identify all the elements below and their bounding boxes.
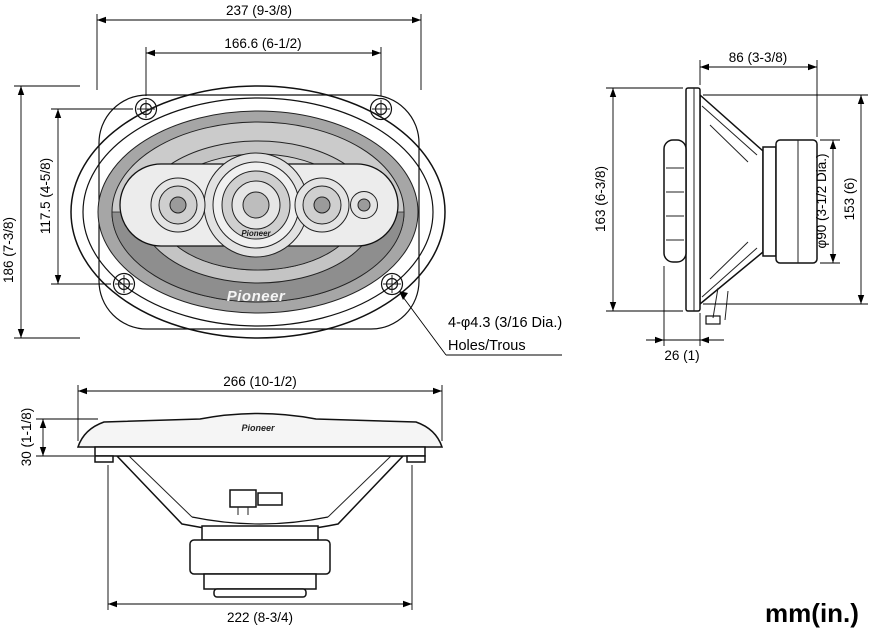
dimension-front-height: 186 (7-3/8): [1, 85, 80, 339]
terminal-block: [229, 489, 283, 515]
holes-note-line2: Holes/Trous: [448, 338, 526, 354]
screw-hole-top-left: [134, 97, 158, 121]
dimension-magnet-diameter: φ90 (3-1/2 Dia.): [814, 139, 840, 264]
holes-note-line1: 4-φ4.3 (3/16 Dia.): [448, 315, 562, 331]
dim-117-label: 117.5 (4-5/8): [38, 158, 53, 234]
dimension-bottom-width: 222 (8-3/4): [107, 465, 413, 625]
tweeter-driver: [350, 191, 378, 219]
dim-163-label: 163 (6-3/8): [593, 166, 608, 232]
speaker-wires: [705, 287, 729, 325]
magnet-front-plate: [762, 146, 777, 257]
dim-222-label: 222 (8-3/4): [227, 610, 293, 625]
dim-86-label: 86 (3-3/8): [729, 50, 788, 65]
side-view: 86 (3-3/8) 163 (6-3/8) 153 (6): [593, 50, 868, 363]
dim-90-label: φ90 (3-1/2 Dia.): [814, 153, 829, 248]
dim-237-label: 237 (9-3/8): [226, 3, 292, 18]
dim-30-label: 30 (1-1/8): [19, 408, 34, 467]
dimension-total-width: 266 (10-1/2): [77, 374, 443, 441]
holes-annotation: 4-φ4.3 (3/16 Dia.) Holes/Trous: [399, 291, 562, 356]
driver-bridge: [119, 152, 399, 258]
dim-153-label: 153 (6): [842, 178, 857, 221]
dimension-basket-height: 153 (6): [703, 94, 868, 305]
front-protrusion: [663, 139, 687, 263]
right-driver: [294, 177, 350, 233]
screw-hole-bottom-left: [112, 272, 136, 296]
speaker-front-outline: Pioneer Pioneer: [70, 85, 446, 339]
screw-hole-bottom-right: [380, 272, 404, 296]
pioneer-logo-profile: Pioneer: [241, 423, 275, 433]
dimension-hole-width: 166.6 (6-1/2): [145, 36, 382, 96]
pioneer-logo-center: Pioneer: [241, 229, 271, 238]
dimension-hole-height: 117.5 (4-5/8): [38, 108, 133, 285]
dimension-depth: 86 (3-3/8): [699, 50, 818, 137]
flange: [685, 87, 701, 312]
dimension-top-height: 30 (1-1/8): [19, 408, 98, 467]
front-view: Pioneer Pioneer: [1, 3, 562, 356]
magnet: [775, 139, 818, 264]
profile-view: Pioneer 266 (10-1/2) 30 (1-1/8): [19, 374, 444, 625]
units-label: mm(in.): [765, 598, 859, 628]
dim-166-label: 166.6 (6-1/2): [224, 36, 301, 51]
left-driver: [150, 177, 206, 233]
basket: [699, 93, 764, 306]
dim-186-label: 186 (7-3/8): [1, 217, 16, 283]
dim-26-label: 26 (1): [664, 348, 699, 363]
dimension-protrusion: 26 (1): [646, 266, 724, 363]
screw-hole-top-right: [369, 97, 393, 121]
profile-flange-plate: [94, 446, 426, 457]
profile-gasket: [76, 412, 444, 448]
dimension-flange-height: 163 (6-3/8): [593, 87, 683, 312]
speaker-profile-outline: Pioneer: [76, 412, 444, 598]
dimension-front-width: 237 (9-3/8): [96, 3, 422, 90]
speaker-side-outline: [663, 87, 818, 325]
dim-266-label: 266 (10-1/2): [223, 374, 297, 389]
pioneer-logo-cone: Pioneer: [227, 288, 286, 305]
profile-magnet: [189, 525, 331, 598]
center-driver: [203, 152, 309, 258]
